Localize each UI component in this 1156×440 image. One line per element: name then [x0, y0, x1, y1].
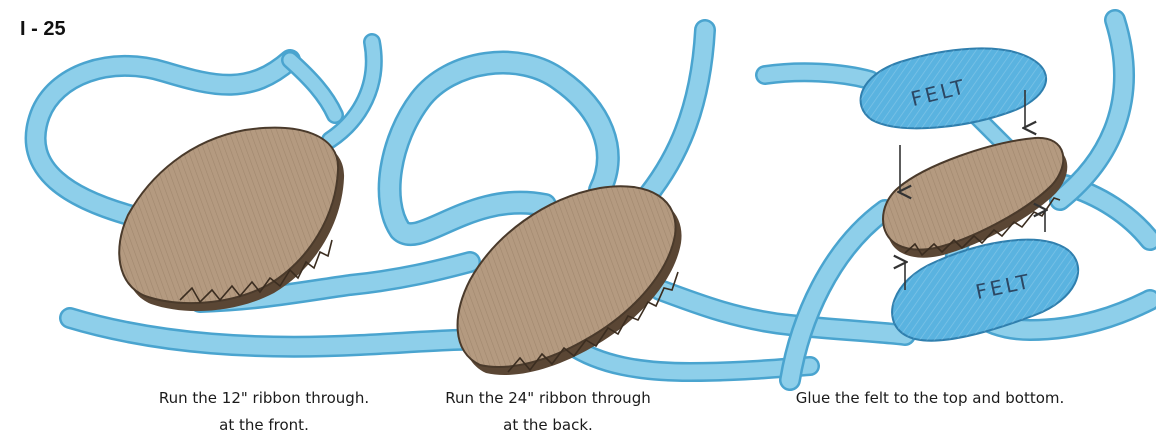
step-1-caption: Run the 12" ribbon through. at the front…	[116, 385, 412, 439]
felt-top: FELT	[861, 48, 1047, 128]
step-3-caption-line-1: Glue the felt to the top and bottom.	[752, 385, 1108, 412]
step-2-caption-line-2: at the back.	[418, 412, 678, 439]
step-2-caption-line-1: Run the 24" ribbon through	[418, 385, 678, 412]
step-2-caption: Run the 24" ribbon through at the back.	[418, 385, 678, 439]
step-1-caption-line-2: at the front.	[116, 412, 412, 439]
step-3-caption: Glue the felt to the top and bottom.	[752, 385, 1108, 412]
step-1-caption-line-1: Run the 12" ribbon through.	[116, 385, 412, 412]
